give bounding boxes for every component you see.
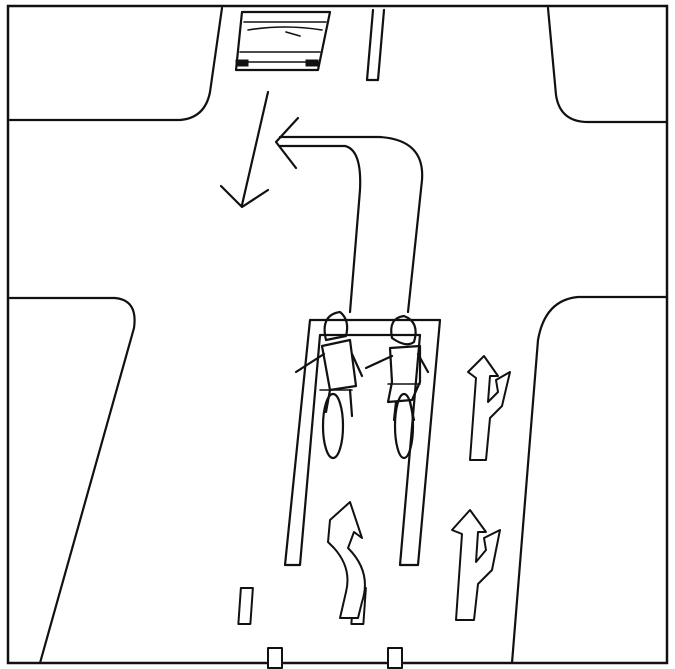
cyclist-icon [294,310,364,460]
straight-right-arrow-icon [467,355,511,461]
cyclist-icon-2 [364,314,430,460]
road-curbs [8,6,668,665]
path-arrow-icon [274,116,424,314]
car-icon [234,10,332,72]
straight-right-arrow-icon-lower [451,509,501,621]
bike-box [283,318,442,567]
car-direction-arrow-icon [219,90,270,209]
curb-bottom-left [8,296,136,665]
left-turn-arrow-icon [327,501,366,619]
curb-top-left [8,6,224,122]
curb-bottom-right [510,295,668,665]
center-line-top [365,8,386,82]
curb-top-right [546,6,668,124]
